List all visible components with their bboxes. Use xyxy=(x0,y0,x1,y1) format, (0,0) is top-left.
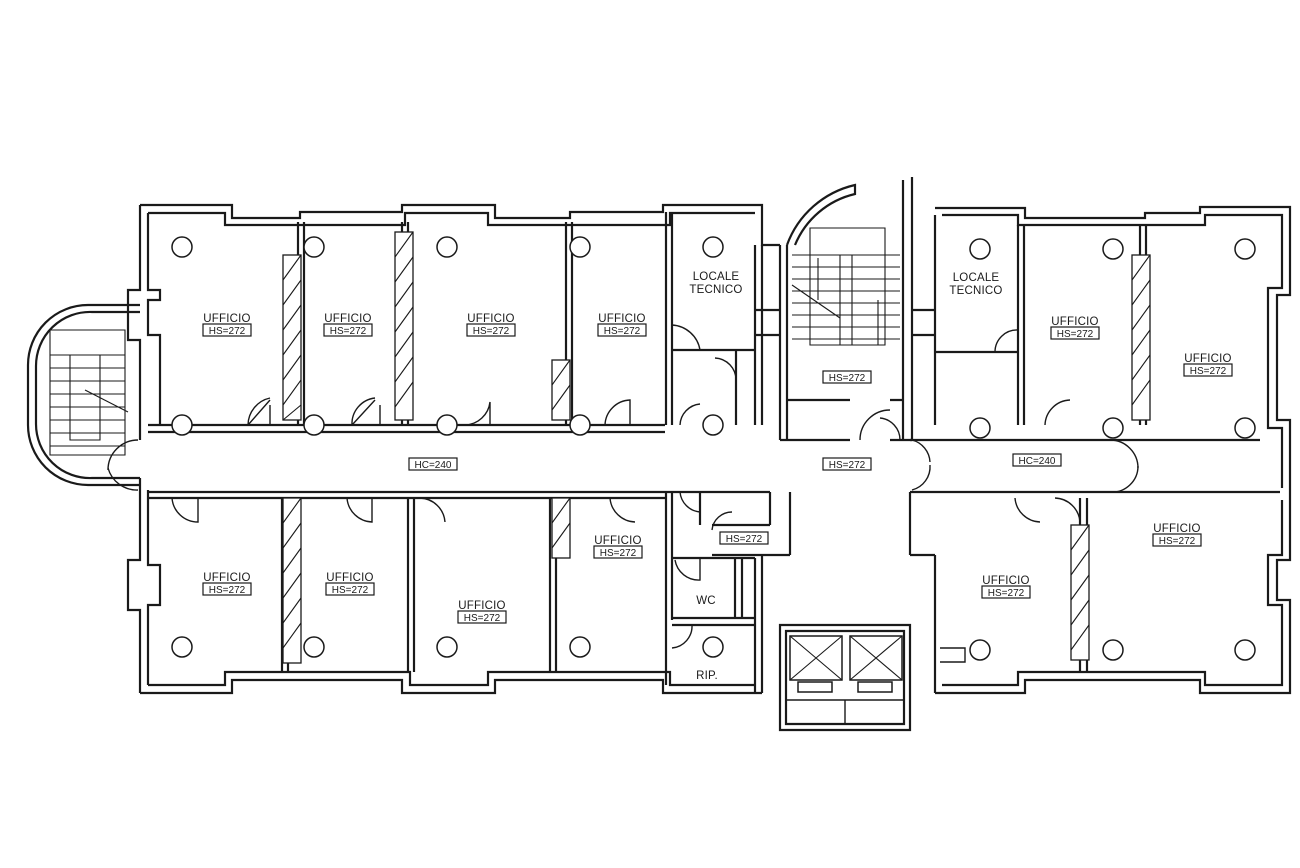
room-label: UFFICIO xyxy=(324,313,371,325)
height-tag: HS=272 xyxy=(829,460,866,471)
room-label: UFFICIO xyxy=(1051,316,1098,328)
room-label: UFFICIO xyxy=(1184,353,1231,365)
height-tag: HS=272 xyxy=(726,534,763,545)
height-tag: HS=272 xyxy=(330,326,367,337)
room-label: UFFICIO xyxy=(203,313,250,325)
height-tag: HS=272 xyxy=(209,585,246,596)
corridor-height-tag: HC=240 xyxy=(1019,456,1056,467)
outer-walls xyxy=(126,203,1292,695)
height-tag: HS=272 xyxy=(209,326,246,337)
elevators xyxy=(786,635,904,724)
room-label-wc: WC xyxy=(696,595,716,607)
height-tag: HS=272 xyxy=(473,326,510,337)
corridor-height-tag: HC=240 xyxy=(415,460,452,471)
height-tag: HS=272 xyxy=(332,585,369,596)
height-tag: HS=272 xyxy=(1190,366,1227,377)
height-tag: HS=272 xyxy=(604,326,641,337)
room-label: TECNICO xyxy=(689,284,742,296)
room-label: UFFICIO xyxy=(326,572,373,584)
ceiling-fixtures xyxy=(171,236,1256,661)
hatched-shafts xyxy=(282,231,1151,664)
room-label: TECNICO xyxy=(949,285,1002,297)
room-label: UFFICIO xyxy=(467,313,514,325)
room-label: UFFICIO xyxy=(982,575,1029,587)
room-label-storage: RIP. xyxy=(696,670,718,682)
left-staircase xyxy=(26,303,140,487)
central-staircase xyxy=(785,183,900,346)
doors xyxy=(107,324,1139,649)
room-label: LOCALE xyxy=(693,271,740,283)
height-tag: HS=272 xyxy=(600,548,637,559)
height-tag: HS=272 xyxy=(464,613,501,624)
room-label: UFFICIO xyxy=(203,572,250,584)
room-labels: UFFICIO HS=272 UFFICIO HS=272 UFFICIO HS… xyxy=(202,271,1233,682)
height-tag: HS=272 xyxy=(1057,329,1094,340)
room-label: LOCALE xyxy=(953,272,1000,284)
height-tag: HS=272 xyxy=(988,588,1025,599)
room-label: UFFICIO xyxy=(458,600,505,612)
room-label: UFFICIO xyxy=(598,313,645,325)
room-label: UFFICIO xyxy=(594,535,641,547)
height-tag: HS=272 xyxy=(829,373,866,384)
room-label: UFFICIO xyxy=(1153,523,1200,535)
height-tag: HS=272 xyxy=(1159,536,1196,547)
